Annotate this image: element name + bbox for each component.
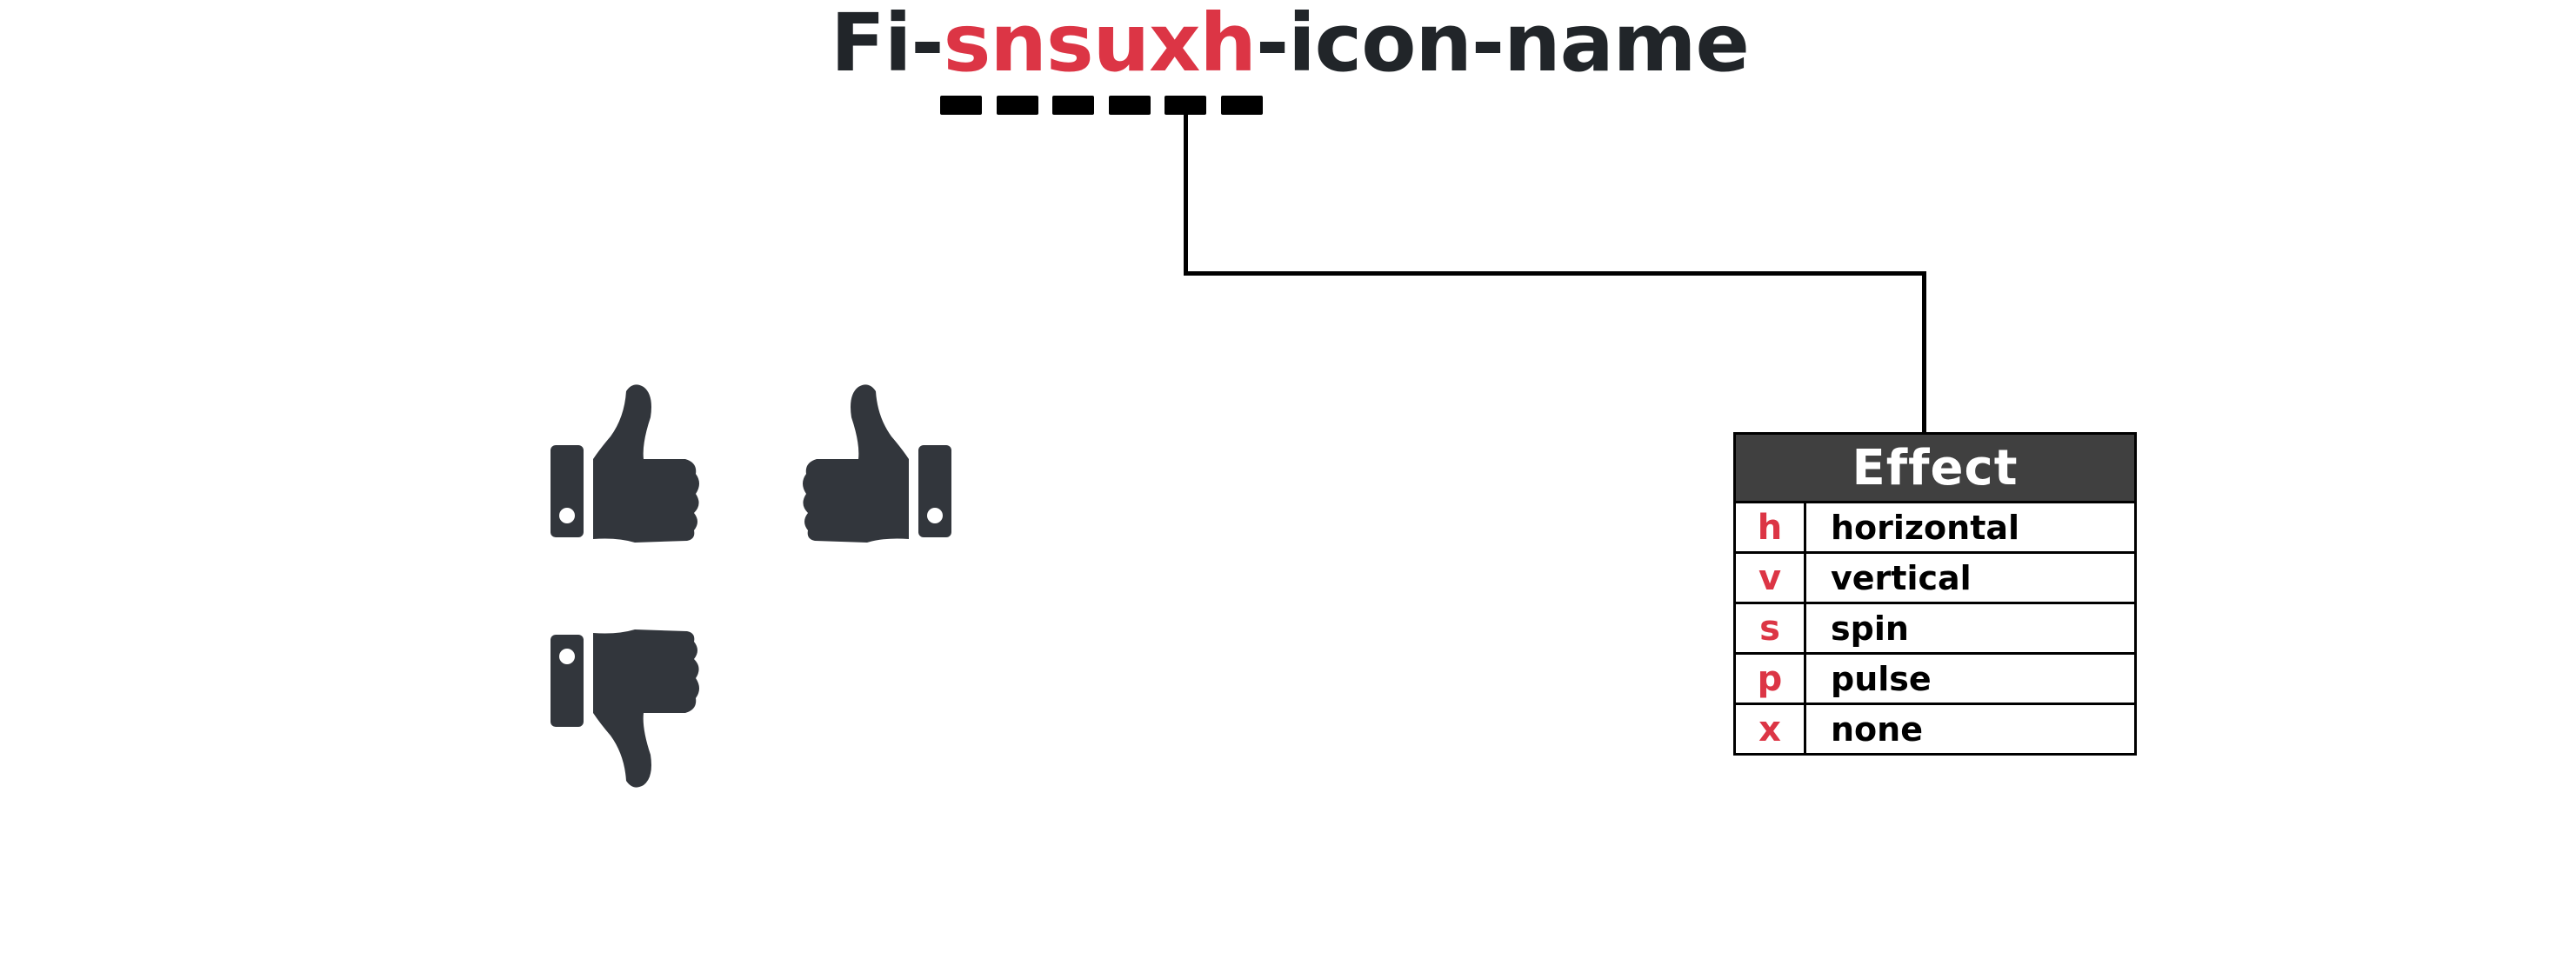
- thumbs-up-flipped-horizontal-icon: [802, 383, 954, 543]
- code-slot-marker-2: [997, 96, 1038, 115]
- title-prefix: Fi-: [831, 0, 944, 90]
- connector-vertical-1: [1184, 113, 1188, 276]
- effect-key: p: [1736, 655, 1806, 703]
- effect-label: pulse: [1831, 659, 1932, 698]
- effect-key: x: [1736, 705, 1806, 753]
- effect-table-header: Effect: [1736, 435, 2134, 503]
- code-slot-marker-3: [1052, 96, 1094, 115]
- effect-table: Effect h horizontal v vertical s spin p …: [1733, 432, 2137, 756]
- effect-row-horizontal: h horizontal: [1736, 503, 2134, 554]
- effect-label: none: [1831, 709, 1923, 749]
- code-slot-marker-4: [1109, 96, 1151, 115]
- thumbs-up-icon: [548, 383, 700, 543]
- title-effect-codes: snsuxh: [943, 0, 1257, 90]
- thumbs-down-icon: [548, 629, 700, 789]
- connector-vertical-2: [1922, 271, 1926, 434]
- effect-row-spin: s spin: [1736, 604, 2134, 655]
- icon-class-name-title: Fi-snsuxh-icon-name: [831, 0, 1796, 87]
- effect-row-vertical: v vertical: [1736, 554, 2134, 604]
- connector-horizontal: [1184, 271, 1926, 276]
- code-slot-marker-6: [1221, 96, 1263, 115]
- effect-key: v: [1736, 554, 1806, 602]
- effect-label: spin: [1831, 609, 1909, 648]
- effect-label: horizontal: [1831, 508, 2020, 547]
- effect-key: s: [1736, 604, 1806, 652]
- effect-key: h: [1736, 503, 1806, 551]
- code-slot-marker-5: [1165, 96, 1206, 115]
- effect-label: vertical: [1831, 558, 1972, 597]
- code-slot-marker-1: [940, 96, 982, 115]
- effect-row-pulse: p pulse: [1736, 655, 2134, 705]
- effect-row-none: x none: [1736, 705, 2134, 753]
- title-suffix: -icon-name: [1255, 0, 1750, 90]
